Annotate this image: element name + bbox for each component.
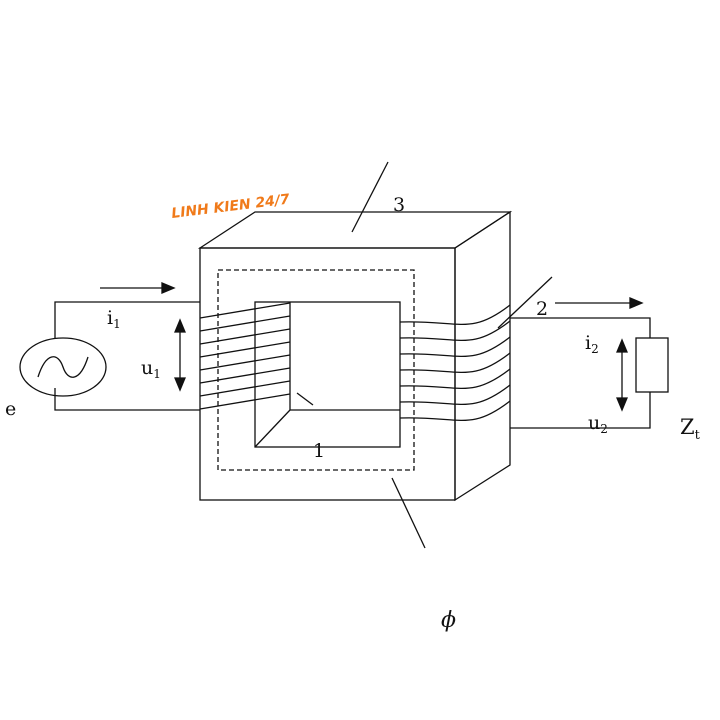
- watermark-logo: LINH KIEN 24/7: [171, 192, 291, 222]
- secondary-wire-top: [510, 317, 651, 338]
- primary-wire-top: [54, 301, 200, 338]
- label-secondary-winding: 2: [536, 298, 548, 320]
- leader-secondary: [497, 276, 553, 329]
- label-zt: Zt: [680, 415, 701, 443]
- label-flux: ϕ: [441, 608, 456, 633]
- label-primary-winding: 1: [313, 440, 325, 462]
- i2-arrow: [555, 297, 644, 309]
- resistor-icon: [635, 337, 669, 393]
- core-front-face: [199, 247, 456, 501]
- sine-wave: [37, 356, 89, 378]
- label-core: 3: [393, 194, 405, 216]
- leader-flux: [391, 477, 426, 549]
- secondary-winding: [399, 304, 511, 422]
- label-u1: u1: [141, 357, 161, 381]
- window-depth-tick: [296, 392, 314, 406]
- core-right-face: [454, 210, 511, 502]
- label-source: e: [5, 398, 16, 420]
- window-depth-edge-diagonal: [254, 409, 291, 448]
- ac-source-icon: [19, 337, 107, 397]
- secondary-wire-bottom: [510, 392, 651, 429]
- label-u2: u2: [588, 412, 608, 436]
- primary-winding: [199, 302, 291, 410]
- primary-wire-bottom: [54, 388, 200, 411]
- label-i2: i2: [585, 332, 599, 356]
- u1-arrow: [174, 318, 186, 392]
- core-window: [254, 301, 401, 448]
- u2-arrow: [616, 338, 628, 412]
- i1-arrow: [100, 282, 176, 294]
- leader-core: [351, 161, 389, 233]
- label-i1: i1: [107, 307, 121, 331]
